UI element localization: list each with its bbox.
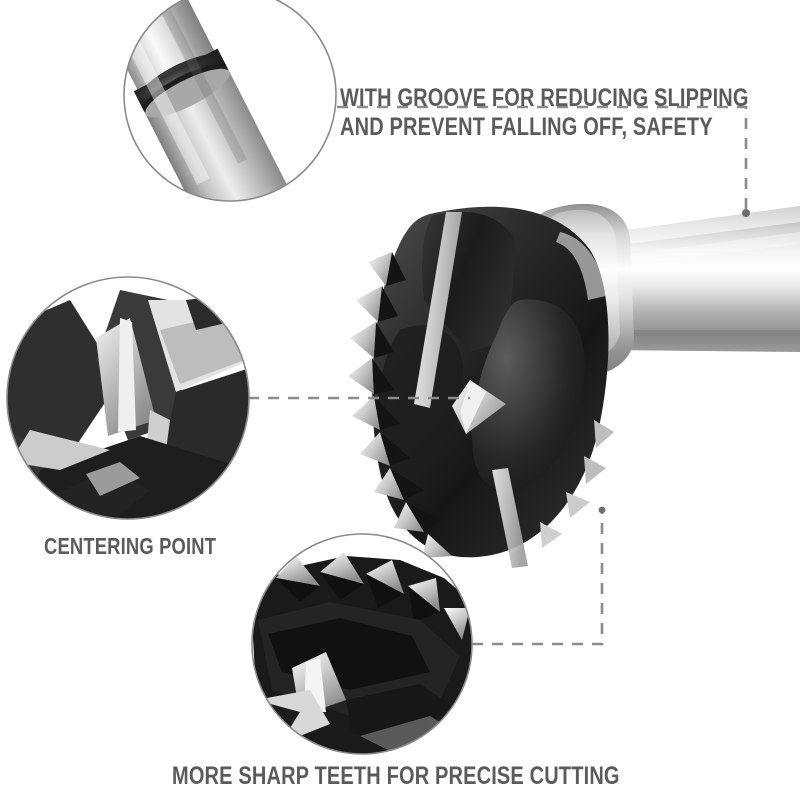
caption-groove-line-1: WITH GROOVE FOR REDUCING SLIPPING [340,84,749,112]
teeth-leader [472,512,604,646]
caption-centering-point: CENTERING POINT [44,533,217,559]
centering-callout-circle [6,276,250,520]
groove-callout-circle [123,0,337,202]
groove-leader-dot [742,209,750,217]
teeth-leader-dot [598,506,606,514]
centering-closeup-content [7,277,249,519]
caption-sharp-teeth: MORE SHARP TEETH FOR PRECISE CUTTING [172,762,620,790]
cutter-body [372,206,609,568]
groove-leader [337,105,748,211]
saw-teeth-crown [348,252,614,558]
caption-groove-line-2: AND PREVENT FALLING OFF, SAFETY [340,113,713,141]
teeth-closeup-content [252,534,472,754]
bit-shank [612,206,800,352]
teeth-callout-circle [251,533,473,755]
leader-lines [248,105,748,646]
